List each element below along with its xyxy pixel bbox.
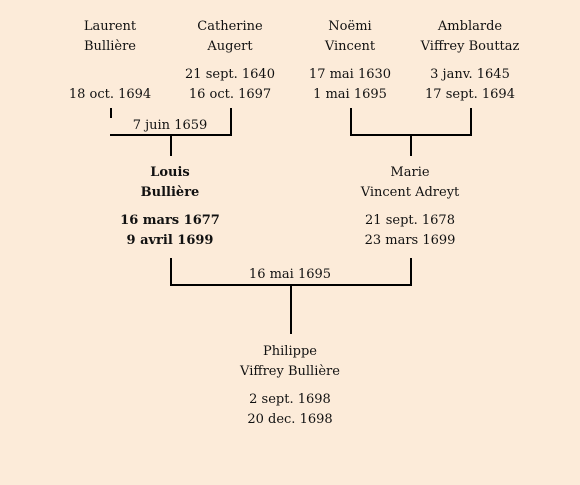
- person-first-name: Noëmi: [328, 19, 372, 34]
- person-death-date: 9 avril 1699: [126, 233, 214, 248]
- person-birth-date: 17 mai 1630: [308, 67, 392, 82]
- person-surname: Vincent: [324, 39, 376, 54]
- connector-amblarde: [470, 108, 472, 136]
- person-birth-date: 2 sept. 1698: [249, 392, 331, 407]
- person-louis-bulliere[interactable]: Louis Bullière 16 mars 1677 9 avril 1699: [85, 163, 255, 251]
- person-death-date: 20 dec. 1698: [247, 412, 333, 427]
- person-birth-date: 21 sept. 1640: [185, 67, 275, 82]
- marriage-date-parents: 16 mai 1695: [230, 267, 350, 283]
- person-death-date: 17 sept. 1694: [425, 87, 515, 102]
- person-death-date: 1 mai 1695: [313, 87, 387, 102]
- person-birth-date: 3 janv. 1645: [430, 67, 510, 82]
- connector-noemi: [350, 108, 352, 136]
- person-surname: Bullière: [140, 185, 200, 200]
- person-first-name: Laurent: [83, 19, 137, 34]
- connector-to-marie: [410, 134, 412, 156]
- connector-to-philippe: [290, 284, 292, 334]
- person-death-date: 23 mars 1699: [364, 233, 456, 248]
- person-surname: Viffrey Bullière: [240, 364, 340, 379]
- person-first-name: Louis: [150, 165, 190, 180]
- person-amblarde-viffrey-bouttaz[interactable]: Amblarde Viffrey Bouttaz 3 janv. 1645 17…: [385, 17, 555, 105]
- person-first-name: Catherine: [197, 19, 263, 34]
- connector-catherine: [230, 108, 232, 136]
- person-surname: Vincent Adreyt: [360, 185, 460, 200]
- person-surname: Augert: [207, 39, 253, 54]
- person-death-date: 18 oct. 1694: [68, 87, 152, 102]
- person-first-name: Marie: [390, 165, 430, 180]
- person-birth-date: 16 mars 1677: [120, 213, 220, 228]
- person-philippe-viffrey-bulliere[interactable]: Philippe Viffrey Bullière 2 sept. 1698 2…: [205, 342, 375, 430]
- person-surname: Viffrey Bouttaz: [420, 39, 520, 54]
- person-laurent-bulliere[interactable]: Laurent Bullière 18 oct. 1694: [25, 17, 195, 105]
- person-marie-vincent-adreyt[interactable]: Marie Vincent Adreyt 21 sept. 1678 23 ma…: [325, 163, 495, 251]
- connector-to-louis: [170, 134, 172, 156]
- person-first-name: Amblarde: [437, 19, 503, 34]
- person-surname: Bullière: [84, 39, 136, 54]
- person-birth-date: 21 sept. 1678: [365, 213, 455, 228]
- connector-marie: [410, 258, 412, 286]
- marriage-date-paternal-grandparents: 7 juin 1659: [110, 118, 230, 134]
- person-catherine-augert[interactable]: Catherine Augert 21 sept. 1640 16 oct. 1…: [145, 17, 315, 105]
- person-noemi-vincent[interactable]: Noëmi Vincent 17 mai 1630 1 mai 1695: [265, 17, 435, 105]
- person-death-date: 16 oct. 1697: [188, 87, 272, 102]
- connector-louis: [170, 258, 172, 286]
- person-first-name: Philippe: [263, 344, 317, 359]
